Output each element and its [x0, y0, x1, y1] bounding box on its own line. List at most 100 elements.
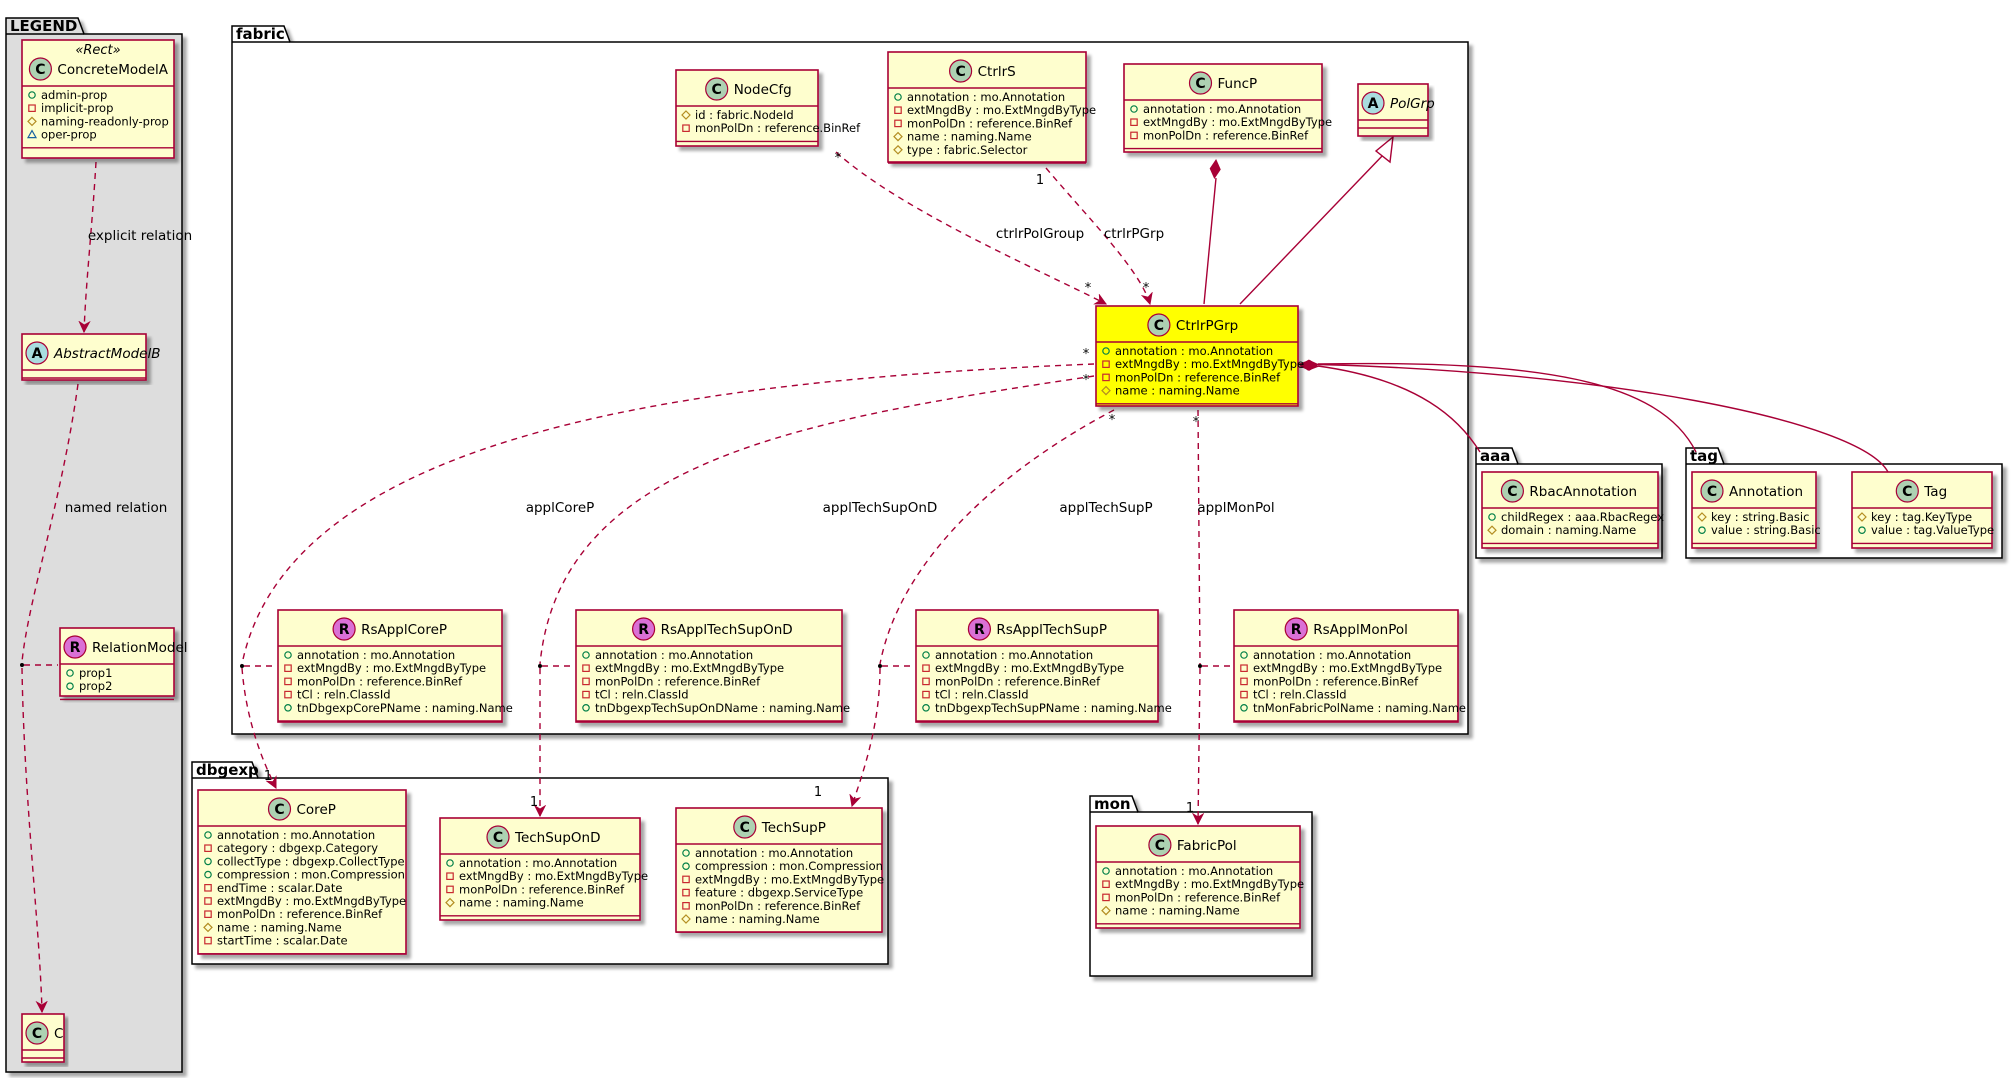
class-attribute: category : dbgexp.Category [217, 841, 378, 855]
visibility-icon [893, 144, 903, 155]
visibility-icon [204, 883, 212, 892]
class-name: CtrlrS [978, 64, 1016, 80]
class-attribute: annotation : mo.Annotation [297, 648, 455, 662]
named-relation-label: named relation [65, 500, 168, 516]
inheritance-triangle [1374, 135, 1394, 164]
visibility-icon [1240, 703, 1248, 712]
explicit-relation-edge [84, 161, 97, 332]
class-name: PolGrp [1390, 96, 1435, 112]
class-kind-icon [705, 77, 729, 101]
class-attribute: extMngdBy : mo.ExtMngdByType [935, 661, 1124, 675]
visibility-icon [446, 885, 454, 894]
class-attribute: extMngdBy : mo.ExtMngdByType [217, 894, 406, 908]
visibility-icon [284, 690, 292, 699]
class-kind-letter: C [1902, 484, 1912, 500]
class-box [1123, 63, 1323, 153]
visibility-icon [582, 677, 590, 686]
visibility-icon [284, 651, 292, 659]
class-attribute: name : naming.Name [1115, 384, 1240, 398]
class-attribute: extMngdBy : mo.ExtMngdByType [1115, 357, 1304, 371]
visibility-icon [203, 922, 213, 933]
applCoreP-label: applCoreP [526, 500, 595, 516]
class-attribute: compression : mon.Compression [695, 859, 883, 873]
class-kind-letter: C [1154, 318, 1164, 334]
visibility-icon [682, 862, 690, 871]
class-attribute: tnDbgexpTechSupPName : naming.Name [935, 701, 1172, 715]
class-kind-letter: R [1291, 622, 1302, 638]
visibility-icon [1240, 664, 1248, 673]
visibility-icon [66, 682, 74, 691]
class-kind-letter: C [1707, 484, 1717, 500]
applMonPol-source-mult: * [1193, 415, 1200, 430]
visibility-icon [27, 116, 37, 127]
class-box [197, 789, 407, 955]
visibility-icon [204, 910, 212, 919]
visibility-icon [682, 124, 690, 133]
relation-junction [878, 664, 882, 668]
relation-junction [538, 664, 542, 668]
visibility-icon [204, 857, 212, 866]
class-kind-icon [25, 341, 49, 365]
class-attribute: monPolDn : reference.BinRef [907, 116, 1073, 130]
class-box [887, 51, 1087, 163]
visibility-icon [446, 872, 454, 881]
aaa-composition-edge [1317, 365, 1481, 453]
class-attribute: admin-prop [41, 88, 107, 102]
class-kind-icon [332, 617, 356, 641]
class-kind-letter: C [955, 64, 965, 80]
visibility-icon [1101, 385, 1111, 396]
tag-composition-edge [1297, 363, 1889, 473]
class-name: CtrlrPGrp [1176, 318, 1238, 334]
applTechSupOnD-target-mult: 1 [530, 795, 538, 810]
named-relation-edge [21, 383, 79, 663]
visibility-icon [26, 129, 38, 139]
package-legend: LEGEND [5, 17, 183, 1073]
class-name: TechSupOnD [514, 830, 601, 846]
class-attribute: annotation : mo.Annotation [459, 856, 617, 870]
class-box [675, 69, 819, 147]
class-attribute: extMngdBy : mo.ExtMngdByType [1253, 661, 1442, 675]
class-kind-icon [1148, 833, 1172, 857]
class-attribute: compression : mon.Compression [217, 868, 405, 882]
class-kind-letter: C [32, 1026, 42, 1042]
class-box [1851, 471, 1993, 549]
class-attribute: key : tag.KeyType [1871, 510, 1972, 524]
visibility-icon [28, 91, 36, 99]
class-attribute: oper-prop [41, 128, 97, 142]
class-kind-icon [1895, 479, 1919, 503]
visibility-icon [681, 914, 691, 924]
visibility-icon [1240, 677, 1248, 686]
named-relation-target-edge [21, 667, 42, 1012]
class-attribute: monPolDn : reference.BinRef [1115, 890, 1281, 904]
visibility-icon [204, 870, 212, 879]
class-attribute: tnMonFabricPolName : naming.Name [1253, 701, 1466, 715]
package-label-aaa: aaa [1480, 447, 1510, 465]
class-attribute: annotation : mo.Annotation [1143, 102, 1301, 116]
visibility-icon [446, 859, 454, 867]
ctrlrPolGroup-edge [835, 151, 1106, 305]
class-name: NodeCfg [734, 82, 792, 98]
visibility-icon [1101, 905, 1111, 916]
class-name: CoreP [297, 802, 336, 818]
class-kind-icon [486, 825, 510, 849]
